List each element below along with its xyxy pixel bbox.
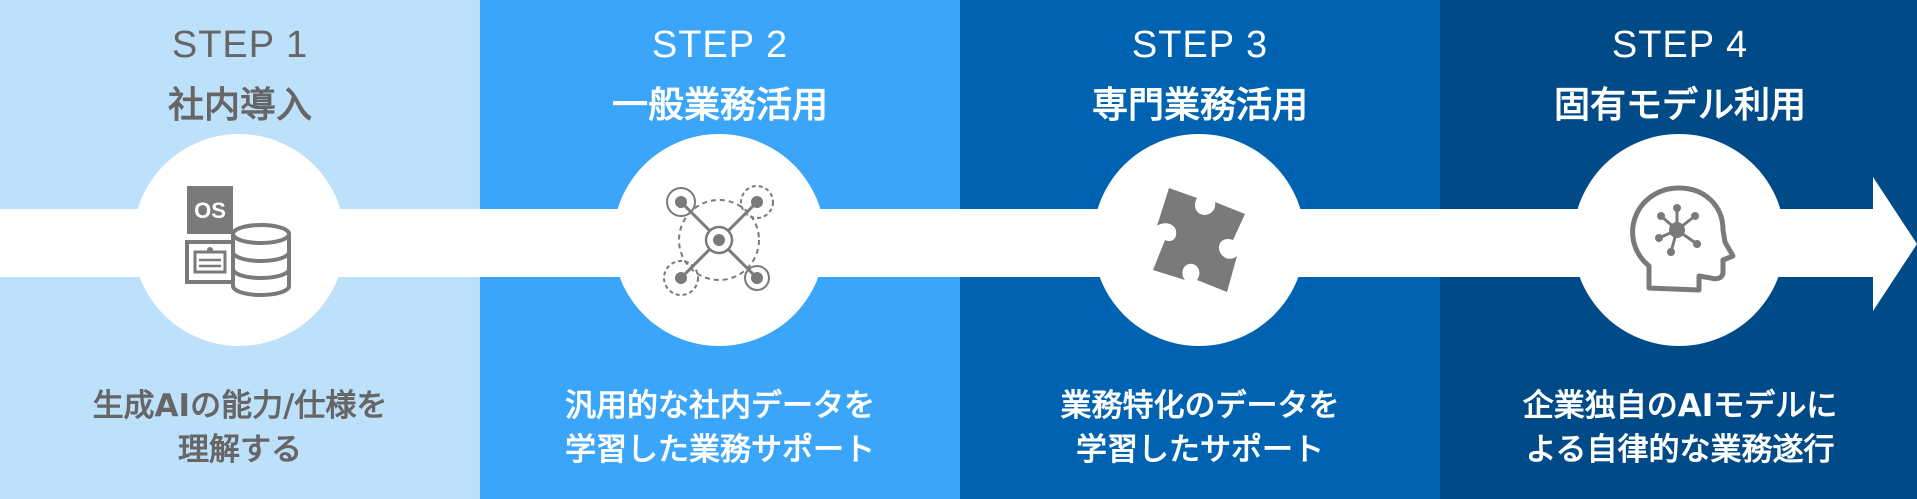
icon-circle — [1573, 134, 1785, 346]
step-title: 一般業務活用 — [611, 85, 828, 126]
step-1: STEP 1 社内導入 OS 生成AIの能力/仕様を 理解する — [0, 0, 480, 499]
step-4: STEP 4 固有モデル利用 企業独自のAIモデルに よる自律的な業務遂行 — [1440, 0, 1917, 499]
network-nodes-icon — [663, 185, 774, 296]
step-description: 汎用的な社内データを 学習した業務サポート — [480, 384, 960, 472]
step-2: STEP 2 一般業務活用 汎用的な社内データを 学習した業務サポート — [480, 0, 960, 499]
os-database-icon: OS — [185, 186, 291, 297]
puzzle-piece-icon — [1153, 188, 1245, 292]
svg-text:OS: OS — [194, 198, 226, 223]
step-3: STEP 3 専門業務活用 業務特化のデータを 学習したサポート — [960, 0, 1440, 499]
desc-line: 生成AIの能力/仕様を — [92, 388, 388, 424]
icon-circle — [613, 134, 825, 346]
desc-line: 理解する — [178, 432, 302, 468]
step-title: 社内導入 — [167, 85, 312, 126]
desc-line: 企業独自のAIモデルに — [1522, 388, 1838, 424]
step-title: 専門業務活用 — [1091, 85, 1308, 126]
ai-head-icon — [1630, 185, 1736, 293]
desc-line: 学習したサポート — [1076, 432, 1324, 468]
desc-line: 学習した業務サポート — [565, 432, 875, 468]
desc-line: よる自律的な業務遂行 — [1525, 432, 1835, 468]
step-description: 業務特化のデータを 学習したサポート — [960, 384, 1440, 472]
step-label: STEP 3 — [1131, 24, 1269, 66]
step-description: 企業独自のAIモデルに よる自律的な業務遂行 — [1440, 384, 1917, 472]
step-label: STEP 2 — [651, 24, 789, 66]
arrow-head-icon — [1873, 177, 1917, 311]
desc-line: 業務特化のデータを — [1060, 388, 1340, 424]
icon-circle: OS — [133, 134, 345, 346]
icon-circle — [1093, 134, 1305, 346]
step-label: STEP 4 — [1611, 24, 1749, 66]
step-label: STEP 1 — [171, 24, 309, 66]
step-description: 生成AIの能力/仕様を 理解する — [0, 384, 480, 472]
step-title: 固有モデル利用 — [1553, 85, 1806, 126]
desc-line: 汎用的な社内データを — [565, 388, 875, 424]
